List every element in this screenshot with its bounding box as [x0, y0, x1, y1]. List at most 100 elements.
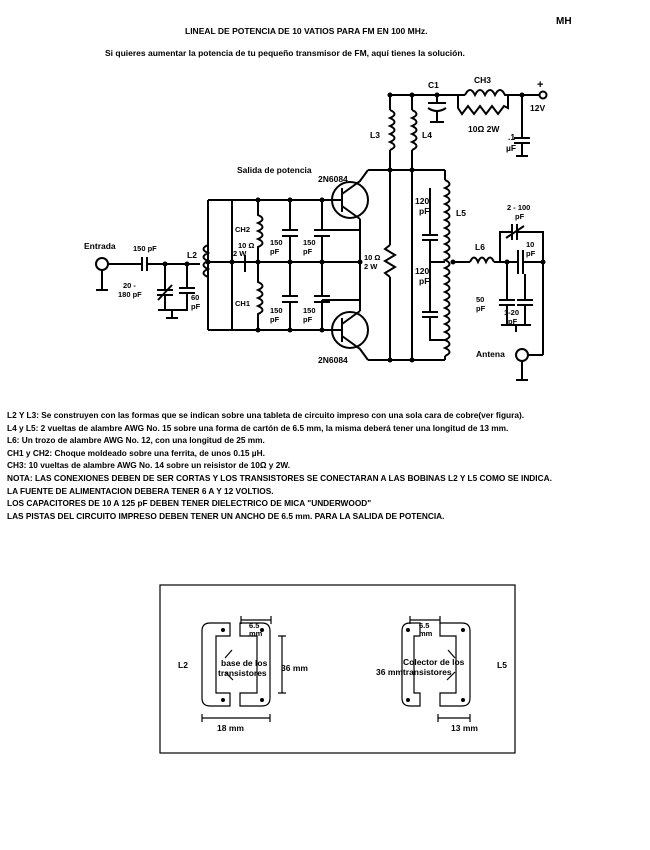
- label-c10-a: 10: [526, 240, 534, 249]
- pcb-base-a: base de los: [221, 658, 268, 668]
- label-l4: L4: [422, 130, 432, 140]
- label-c120-2a: 120: [415, 266, 429, 276]
- note-line: L2 Y L3: Se construyen con las formas qu…: [7, 410, 525, 420]
- cap-150-a: [282, 200, 298, 262]
- label-cap-01: .1: [508, 132, 515, 142]
- page-title: LINEAL DE POTENCIA DE 10 VATIOS PARA FM …: [185, 26, 428, 36]
- pcb-dim-right-b: mm: [419, 629, 433, 638]
- antenna-connector: [515, 348, 529, 362]
- label-c10-b: pF: [526, 249, 536, 258]
- label-c150-1a: 150: [270, 238, 283, 247]
- pcb-label-l2: L2: [178, 660, 188, 670]
- label-c120-1a: 120: [415, 196, 429, 206]
- note-line: CH3: 10 vueltas de alambre AWG No. 14 so…: [7, 460, 291, 471]
- label-ch3-resistor: 10Ω 2W: [468, 124, 500, 134]
- cap-150-b: [314, 200, 330, 262]
- label-entrada: Entrada: [84, 241, 116, 251]
- pcb-13mm: 13 mm: [451, 723, 478, 733]
- label-trim-b: 180 pF: [118, 290, 142, 299]
- label-c150-2b: pF: [303, 247, 313, 256]
- pcb-colector-b: 36 mmtransistores: [376, 667, 452, 677]
- figure-frame: [159, 584, 516, 754]
- pcb-label-l5: L5: [497, 660, 507, 670]
- label-c120b-b: pF: [508, 317, 518, 326]
- l2-pcb-trace: [201, 622, 231, 707]
- label-c120b-a: 1-20: [504, 308, 519, 317]
- cap-1-20: [501, 274, 533, 332]
- label-l3: L3: [370, 130, 380, 140]
- author-initials: MH: [556, 16, 572, 27]
- pcb-coil-figure: L2 6.5 mm base de los transistores 36 mm…: [159, 584, 516, 754]
- label-trim-a: 20 -: [123, 281, 136, 290]
- pcb-dim-left-a: 6.5: [249, 621, 259, 630]
- cap-150-c: [282, 262, 298, 330]
- cap-50: [499, 262, 515, 325]
- note-line: LOS CAPACITORES DE 10 A 125 pF DEBEN TEN…: [7, 498, 372, 509]
- resistor-right: [383, 244, 397, 278]
- label-c60-a: 60: [191, 293, 199, 302]
- label-l5: L5: [456, 208, 466, 218]
- construction-notes: L2 Y L3: Se construyen con las formas qu…: [7, 409, 647, 522]
- label-q-bottom: 2N6084: [318, 355, 348, 365]
- label-q-top: 2N6084: [318, 174, 348, 184]
- ch3-resistor: [457, 95, 509, 116]
- label-c150-4a: 150: [303, 306, 316, 315]
- label-c150-2a: 150: [303, 238, 316, 247]
- label-ch1: CH1: [235, 299, 250, 308]
- label-c150-3b: pF: [270, 315, 280, 324]
- label-plus: +: [537, 79, 543, 91]
- amplifier-schematic: C1 CH3 + 12V 10Ω 2W .1 µF L3 L4 Salida d…: [84, 75, 548, 381]
- label-r-right-a: 10 Ω: [364, 253, 380, 262]
- label-r-right-b: 2 W: [364, 262, 378, 271]
- label-c50-b: pF: [476, 304, 486, 313]
- l2-pcb-trace-right: [239, 622, 271, 707]
- label-12v: 12V: [530, 103, 545, 113]
- trimmer-cap: [157, 264, 173, 310]
- label-cap-01-unit: µF: [506, 143, 516, 153]
- pcb-18mm: 18 mm: [217, 723, 244, 733]
- label-c120-2b: pF: [419, 276, 429, 286]
- label-r-left-a: 10 Ω: [238, 241, 254, 250]
- label-salida: Salida de potencia: [237, 165, 312, 175]
- label-c150-1b: pF: [270, 247, 280, 256]
- note-line: NOTA: LAS CONEXIONES DEBEN DE SER CORTAS…: [7, 472, 552, 483]
- note-line: LA FUENTE DE ALIMENTACION DEBERA TENER 6…: [7, 485, 274, 496]
- label-ch3: CH3: [474, 75, 491, 85]
- cap-01uf: [514, 95, 530, 157]
- c1-capacitor: [427, 95, 447, 123]
- l6-coil: [469, 256, 495, 265]
- input-connector: [95, 257, 109, 271]
- label-ch2: CH2: [235, 225, 250, 234]
- ch3-choke: [464, 89, 508, 98]
- cap-10: [517, 250, 543, 274]
- label-c1: C1: [428, 80, 439, 90]
- l3-coil: [387, 109, 396, 151]
- page-subtitle: Si quieres aumentar la potencia de tu pe…: [105, 48, 465, 58]
- label-c150-3a: 150: [270, 306, 283, 315]
- l4-coil: [409, 109, 418, 151]
- label-antena: Antena: [476, 349, 505, 359]
- label-c60-b: pF: [191, 302, 201, 311]
- label-r-left-b: 2 W: [233, 249, 247, 258]
- label-c-in: 150 pF: [133, 244, 157, 253]
- l5-coil: [442, 179, 451, 357]
- pcb-36mm-left: 36 mm: [281, 663, 308, 673]
- note-line: L4 y L5: 2 vueltas de alambre AWG No. 15…: [7, 422, 509, 433]
- label-c150-4b: pF: [303, 315, 313, 324]
- label-c50-a: 50: [476, 295, 484, 304]
- label-c2100-b: pF: [515, 212, 525, 221]
- cap-60: [172, 264, 195, 311]
- pcb-dim-left-b: mm: [249, 629, 263, 638]
- ch1-choke: [255, 262, 264, 330]
- pcb-dim-right-a: 6.5: [419, 621, 429, 630]
- note-line: CH1 y CH2: Choque moldeado sobre una fer…: [7, 447, 265, 458]
- pcb-base-b: transistores: [218, 668, 267, 678]
- note-line: L6: Un trozo de alambre AWG No. 12, con …: [7, 435, 265, 446]
- label-c120-1b: pF: [419, 206, 429, 216]
- label-c2100-a: 2 - 100: [507, 203, 530, 212]
- supply-terminal: [538, 90, 548, 100]
- label-l6: L6: [475, 242, 485, 252]
- pcb-colector-a: Colector de los: [403, 657, 465, 667]
- l5-pcb-trace: [401, 622, 421, 707]
- ch2-choke: [255, 200, 264, 262]
